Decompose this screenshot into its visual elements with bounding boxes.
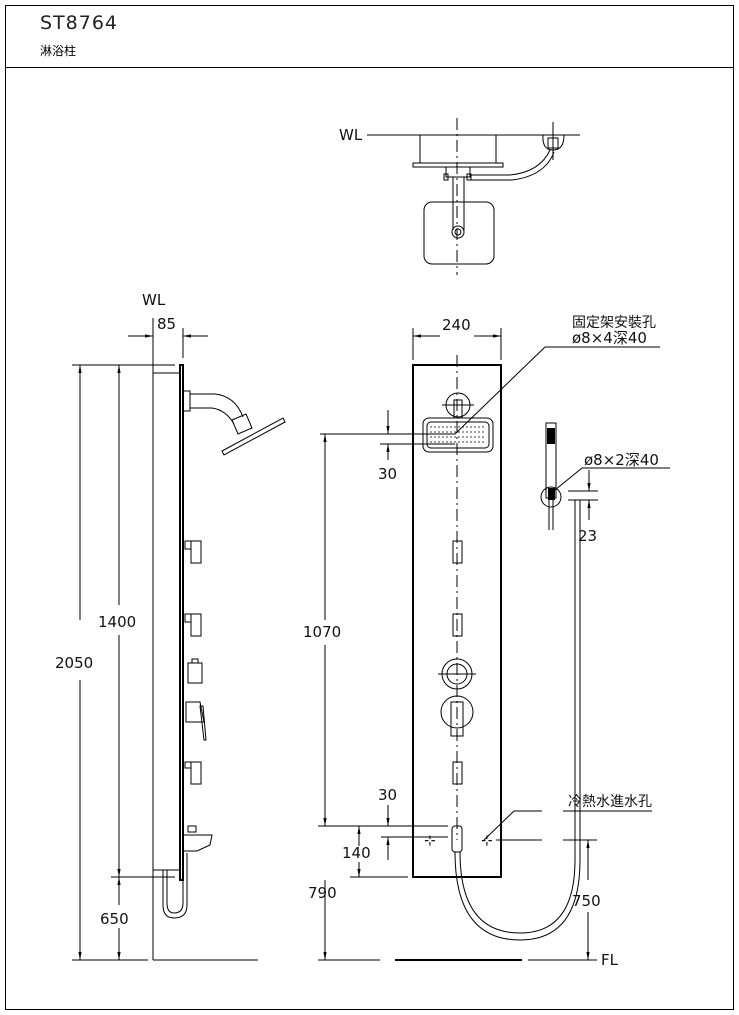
- hose-curve-outer: [471, 149, 551, 176]
- product-name: 淋浴柱: [40, 44, 77, 58]
- top-view: WL: [339, 118, 580, 275]
- dim-inlet-height-790: 790: [308, 884, 337, 902]
- callout-bracket-holes-spec: ø8×4深40: [572, 329, 647, 347]
- front-body-jet: [452, 613, 463, 637]
- hose-inner: [459, 500, 576, 934]
- arm-bottom: [190, 407, 235, 425]
- side-body-jet: [184, 540, 202, 564]
- wall-flange: [412, 162, 504, 168]
- side-hose-outer: [162, 853, 188, 919]
- head-inner: [426, 421, 490, 449]
- front-view: 240 30 固定架安裝孔 ø8×4深40: [303, 315, 670, 969]
- wall-mount-box: [419, 134, 497, 164]
- dim-inlet-right-750: 750: [572, 892, 601, 910]
- jet-face: [452, 540, 463, 564]
- jet-body: [190, 761, 202, 785]
- side-body-jet: [184, 613, 202, 637]
- inlet-hole-left: ⊹: [424, 833, 436, 849]
- callout-water-inlet: 冷熱水進水孔: [568, 794, 652, 810]
- front-body-jet: [452, 540, 463, 564]
- callout-leader-2: [554, 467, 583, 491]
- mixer-lever: [199, 705, 207, 741]
- head-connector: [231, 413, 253, 435]
- hose-outer: [454, 500, 581, 941]
- diverter-cap: [191, 658, 199, 664]
- dim-head-to-inlet-1070: 1070: [303, 623, 341, 641]
- side-view-wl-label: WL: [142, 291, 166, 309]
- dim-inlet-to-bottom-140: 140: [342, 844, 371, 862]
- dim-total-height-2050: 2050: [55, 654, 93, 672]
- dim-inlet-offset-30: 30: [378, 786, 397, 804]
- side-tub-spout: [182, 834, 213, 852]
- jet-face: [452, 613, 463, 637]
- spout-cap: [187, 825, 197, 833]
- nozzle-grid: [430, 426, 486, 443]
- head-nozzle-inner: [454, 228, 462, 236]
- front-body-jet: [452, 761, 463, 785]
- callout-bracket-holes-title: 固定架安裝孔: [572, 315, 656, 331]
- connector-nut-right: [466, 173, 472, 181]
- hand-shower-spray-face: [547, 428, 555, 444]
- dim-lower-650: 650: [100, 910, 129, 928]
- front-shower-head: [422, 417, 494, 453]
- dim-head-offset-30: 30: [378, 465, 397, 483]
- side-view: WL 85: [55, 291, 286, 961]
- title-block: ST8764 淋浴柱: [5, 5, 734, 68]
- jet-face: [452, 761, 463, 785]
- arm-top: [190, 393, 244, 418]
- callout-handshower-holes-spec: ø8×2深40: [584, 451, 659, 469]
- side-shower-head: [221, 417, 286, 456]
- dim-depth-85: 85: [157, 315, 176, 333]
- front-hose-connector: [451, 825, 463, 853]
- jet-base: [184, 761, 192, 769]
- top-view-wl-label: WL: [339, 126, 363, 144]
- floor-label: FL: [601, 951, 619, 969]
- shower-head-top: [423, 201, 495, 265]
- jet-body: [190, 540, 202, 564]
- side-hose-inner: [166, 853, 184, 914]
- hand-shower-holder: [540, 486, 562, 508]
- jet-base: [184, 540, 192, 550]
- callout-leader-3: [483, 810, 515, 841]
- dim-width-240: 240: [442, 316, 471, 334]
- front-mixer: [440, 695, 474, 729]
- hose-curve-inner: [471, 151, 555, 181]
- arm-neck: [453, 399, 463, 419]
- inlet-hole-right: ⊹: [481, 833, 493, 849]
- dim-handshower-holder-23: 23: [578, 527, 597, 545]
- panel-side: [179, 364, 184, 881]
- arm-connector: [445, 166, 471, 178]
- mixer-handle: [450, 701, 464, 737]
- hand-shower-grip: [548, 488, 555, 500]
- dim-upper-1400: 1400: [98, 613, 136, 631]
- callout-leader-1: [454, 346, 546, 435]
- side-body-jet: [184, 761, 202, 785]
- jet-base: [184, 613, 192, 623]
- model-number: ST8764: [40, 12, 119, 34]
- head-nozzle: [451, 225, 465, 239]
- jet-body: [190, 613, 202, 637]
- arm-flange: [182, 390, 191, 412]
- connector-nut-left: [443, 173, 449, 181]
- side-diverter: [187, 662, 203, 684]
